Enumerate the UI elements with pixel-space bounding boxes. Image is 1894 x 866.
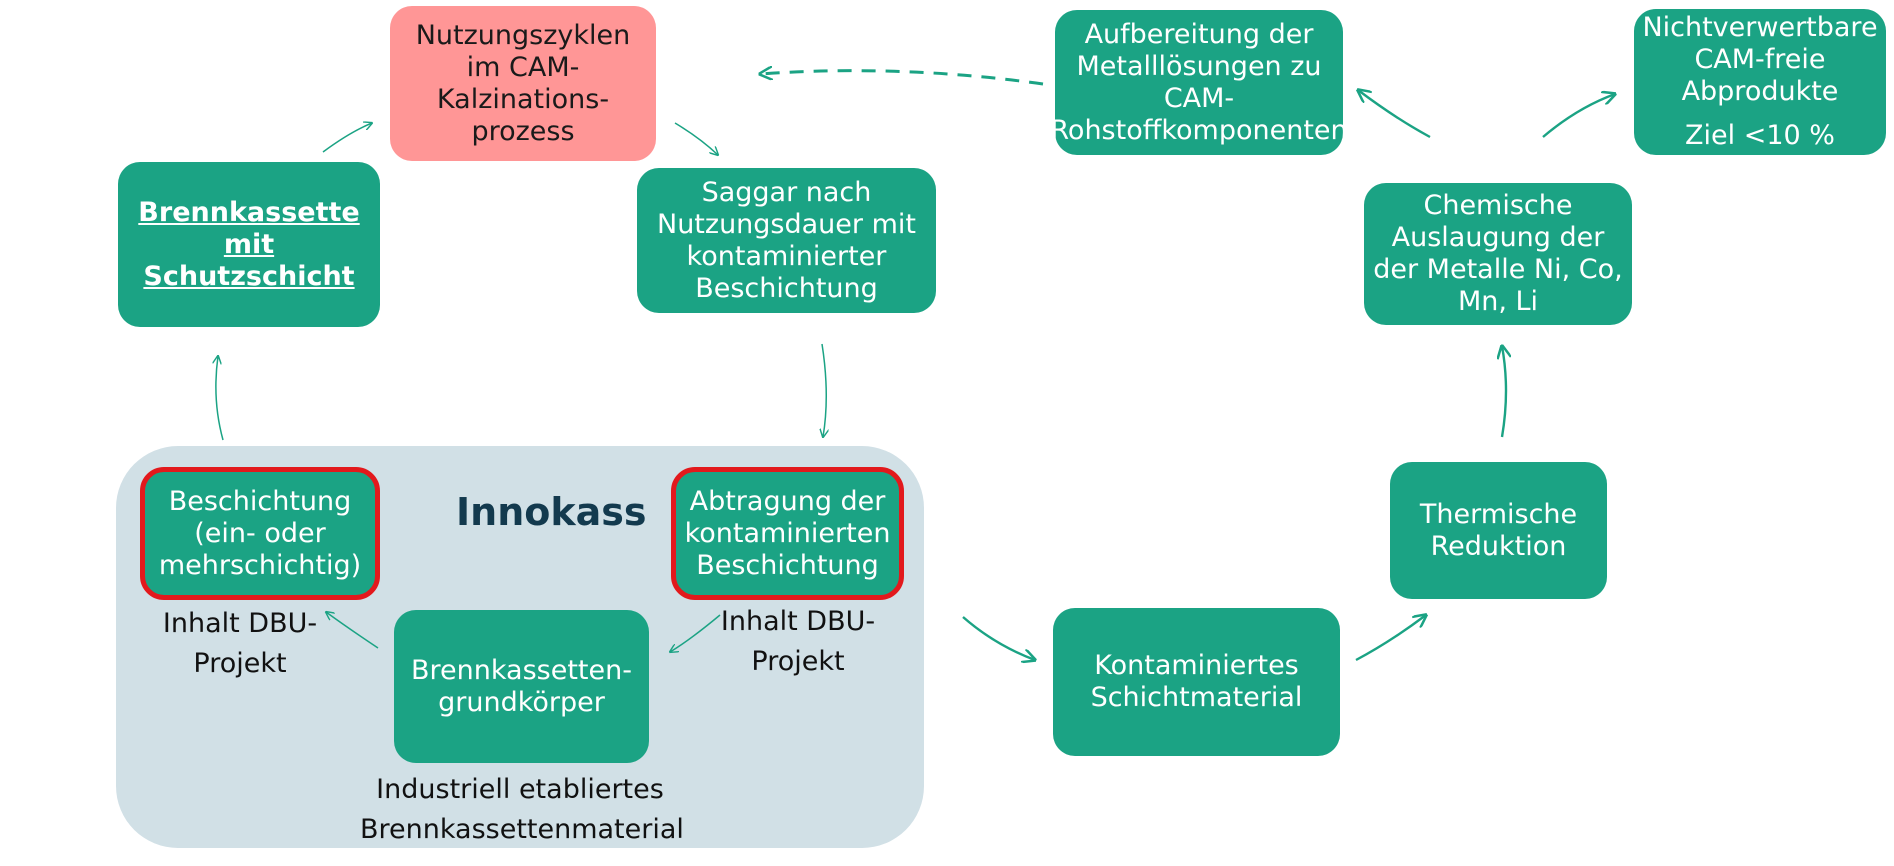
arrow-to-kontaminiertes (962, 616, 1035, 660)
arrow-kontaminiertes-to-thermische (1355, 615, 1426, 662)
arrow-brennkassette-to-nutzung (322, 123, 372, 153)
chemische-box: Chemische Auslaugung der der Metalle Ni,… (1364, 183, 1632, 325)
brennkassette-box: Brennkassette mit Schutzschicht (118, 162, 380, 327)
innokass-title: Innokass (456, 490, 647, 534)
saggar-box: Saggar nach Nutzungsdauer mit kontaminie… (637, 168, 936, 313)
arrow-nutzung-to-saggar (674, 122, 718, 155)
abtragung-box: Abtragung der kontaminierten Beschichtun… (671, 467, 904, 600)
arrow-thermische-to-chemische (1502, 346, 1506, 438)
arrow-abtragung-to-grundkoerper (670, 614, 721, 652)
beschichtung-box: Beschichtung (ein- oder mehrschichtig) (140, 467, 380, 600)
arrow-saggar-to-abtragung (822, 343, 826, 437)
nichtverwertbare-box: Nichtverwertbare CAM-freie Abprodukte Zi… (1634, 9, 1886, 155)
aufbereitung-box: Aufbereitung der Metalllösungen zu CAM- … (1050, 10, 1348, 155)
arrow-beschichtung-to-brennkassette (216, 356, 224, 441)
kontaminiertes-box: Kontaminiertes Schichtmaterial (1053, 608, 1340, 756)
inhalt-dbu-left-label: Inhalt DBU- Projekt (162, 608, 318, 679)
grundkoerper-box: Brennkassetten- grundkörper (394, 610, 649, 763)
nichtverwertbare-text: Nichtverwertbare CAM-freie Abprodukte (1642, 12, 1878, 107)
arrow-chemische-to-aufbereitung (1358, 90, 1431, 139)
ziel-text: Ziel <10 % (1685, 120, 1835, 151)
dashed-arrow-aufbereitung-to-nutzung (760, 71, 1044, 86)
industriell-label: Industriell etabliertes Brennkassettenma… (360, 774, 684, 845)
arrow-chemische-to-nichtverwertbare (1542, 94, 1615, 138)
inhalt-dbu-right-label: Inhalt DBU- Projekt (720, 606, 876, 677)
thermische-box: Thermische Reduktion (1390, 462, 1607, 599)
arrow-grundkoerper-to-beschichtung (326, 612, 379, 649)
nutzungszyklen-box: Nutzungszyklen im CAM- Kalzinations- pro… (390, 6, 656, 161)
